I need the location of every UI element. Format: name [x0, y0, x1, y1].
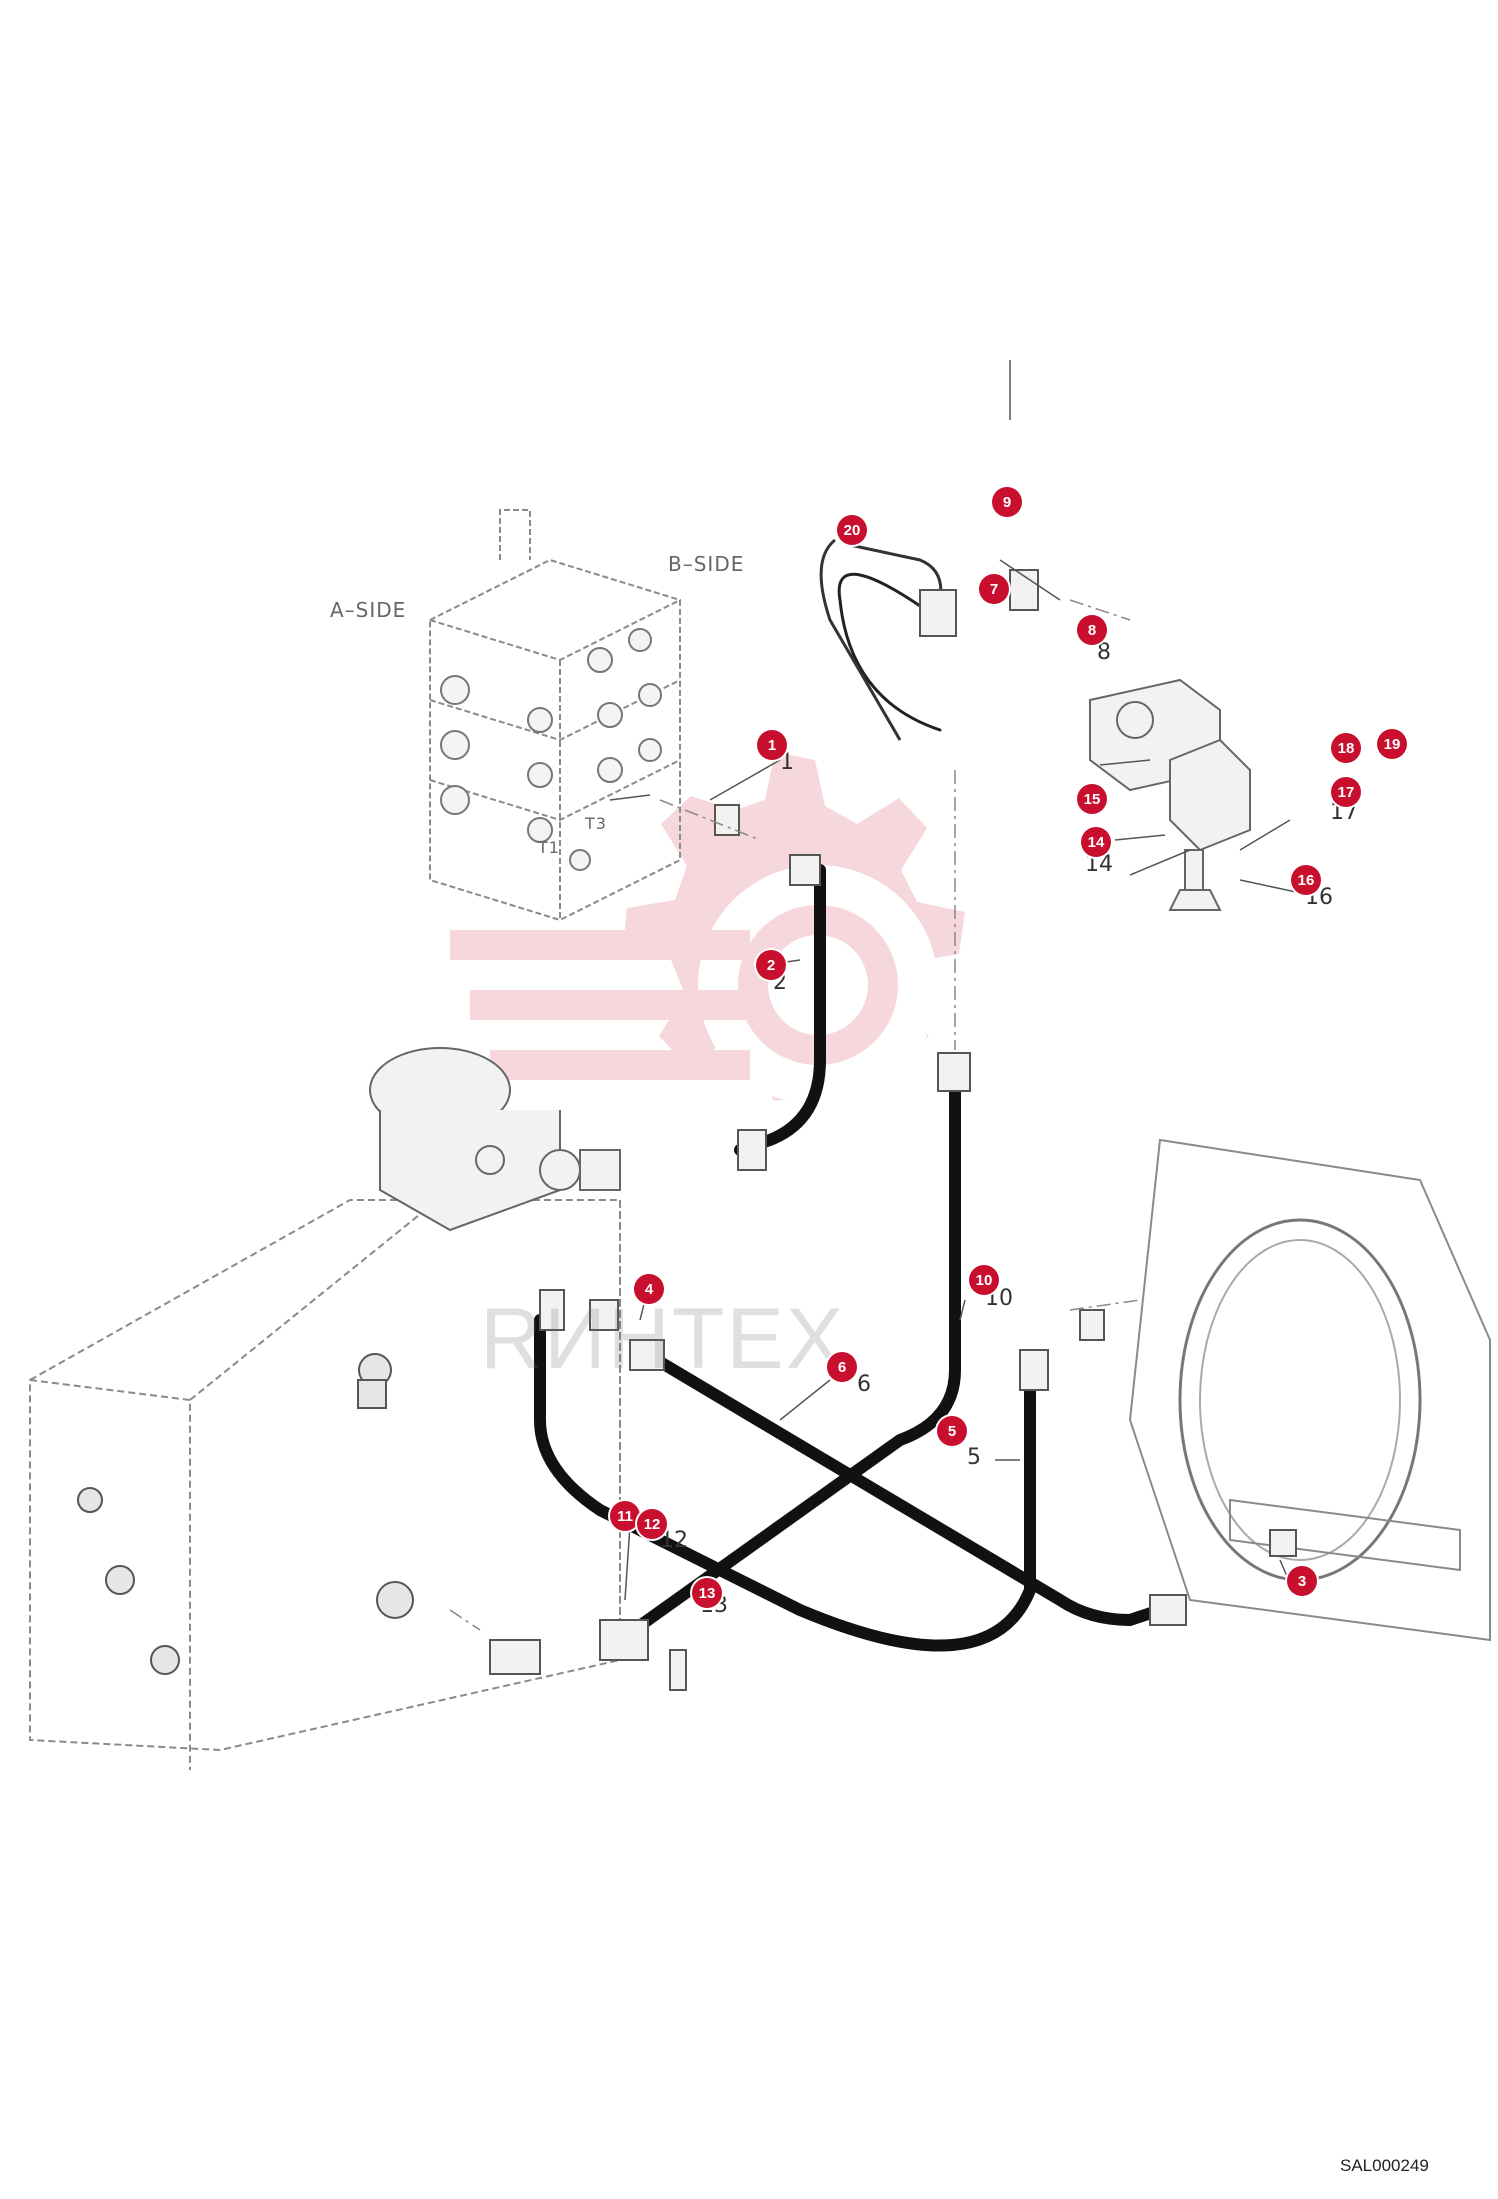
- callout-10[interactable]: 10: [969, 1265, 999, 1295]
- callout-13[interactable]: 13: [692, 1578, 722, 1608]
- callout-6[interactable]: 6: [827, 1352, 857, 1382]
- filter-head: [369, 1047, 621, 1232]
- fittings: [489, 569, 1297, 1691]
- hoses: [534, 572, 1166, 1652]
- callout-17[interactable]: 17: [1331, 777, 1361, 807]
- drawing-code: SAL000249: [1340, 2156, 1429, 2175]
- callout-8[interactable]: 8: [1077, 615, 1107, 645]
- return-line: [819, 538, 943, 741]
- callout-3[interactable]: 3: [1287, 1566, 1317, 1596]
- callout-5[interactable]: 5: [937, 1416, 967, 1446]
- centre-lines: [449, 599, 1141, 1631]
- callout-11[interactable]: 11: [610, 1501, 640, 1531]
- callout-2[interactable]: 2: [756, 950, 786, 980]
- port-label-t3: T3: [585, 814, 607, 833]
- callout-4[interactable]: 4: [634, 1274, 664, 1304]
- callout-19[interactable]: 19: [1377, 729, 1407, 759]
- port-label-t1: T1: [538, 838, 560, 857]
- valve-ports: [440, 628, 662, 871]
- tank-fittings: [77, 1353, 414, 1675]
- watermark-gear-icon: [450, 752, 965, 1105]
- callout-1[interactable]: 1: [757, 730, 787, 760]
- part-number-12: 12: [660, 1528, 688, 1553]
- part-number-1: 1: [780, 750, 794, 775]
- callout-9[interactable]: 9: [992, 487, 1022, 517]
- callout-16[interactable]: 16: [1291, 865, 1321, 895]
- pump-group: [1089, 678, 1251, 911]
- callout-15[interactable]: 15: [1077, 784, 1107, 814]
- part-number-6: 6: [857, 1372, 871, 1397]
- part-number-8: 8: [1097, 640, 1111, 665]
- watermark-text: RИНТЕХ: [480, 1291, 846, 1387]
- part-number-5: 5: [967, 1445, 981, 1470]
- oil-cooler: [1128, 1138, 1491, 1642]
- b-side-label: B–SIDE: [668, 552, 745, 576]
- callout-7[interactable]: 7: [979, 574, 1009, 604]
- a-side-label: A–SIDE: [330, 598, 407, 622]
- callout-20[interactable]: 20: [837, 515, 867, 545]
- hydraulic-tank: [29, 1189, 621, 1770]
- callout-12[interactable]: 12: [637, 1509, 667, 1539]
- control-valve-block: [429, 509, 681, 922]
- callout-14[interactable]: 14: [1081, 827, 1111, 857]
- callout-18[interactable]: 18: [1331, 733, 1361, 763]
